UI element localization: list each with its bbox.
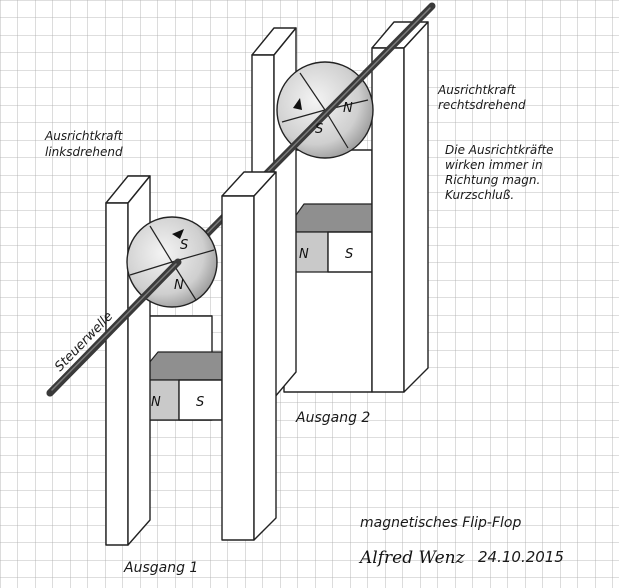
front-right-post-front xyxy=(221,195,255,541)
date: 24.10.2015 xyxy=(478,548,564,566)
front-magnet-south xyxy=(178,379,223,421)
output-1-label: Ausgang 1 xyxy=(123,560,198,576)
back-rotor-north: N xyxy=(343,101,353,116)
signature: Alfred Wenz xyxy=(358,548,466,568)
back-magnet-south xyxy=(327,231,373,273)
diagram-title: magnetisches Flip-Flop xyxy=(360,515,521,531)
back-magnet-south-label: S xyxy=(345,247,353,262)
front-flip-flop-assembly xyxy=(46,171,277,546)
back-magnet-north-label: N xyxy=(299,247,309,262)
note-text: Die Ausrichtkräfte wirken immer in Richt… xyxy=(445,143,557,202)
left-force-label: Ausrichtkraft linksdrehend xyxy=(44,129,126,159)
front-left-post-front xyxy=(105,202,129,546)
front-magnet-south-label: S xyxy=(196,395,204,410)
output-2-label: Ausgang 2 xyxy=(295,410,370,426)
front-rotor-north: N xyxy=(174,278,184,293)
front-rotor-south: S xyxy=(180,238,188,253)
front-magnet-north-label: N xyxy=(151,395,161,410)
front-right-post-side xyxy=(253,171,277,541)
back-flip-flop-assembly xyxy=(251,21,429,399)
back-rotor-arrow-icon xyxy=(293,98,302,110)
front-rotor-arrow-icon xyxy=(172,229,184,239)
right-force-label: Ausrichtkraft rechtsdrehend xyxy=(437,83,526,112)
back-rotor-south: S xyxy=(315,122,323,137)
front-rotor xyxy=(126,216,218,308)
back-right-post-side xyxy=(403,21,429,393)
back-right-post-front xyxy=(371,47,405,393)
